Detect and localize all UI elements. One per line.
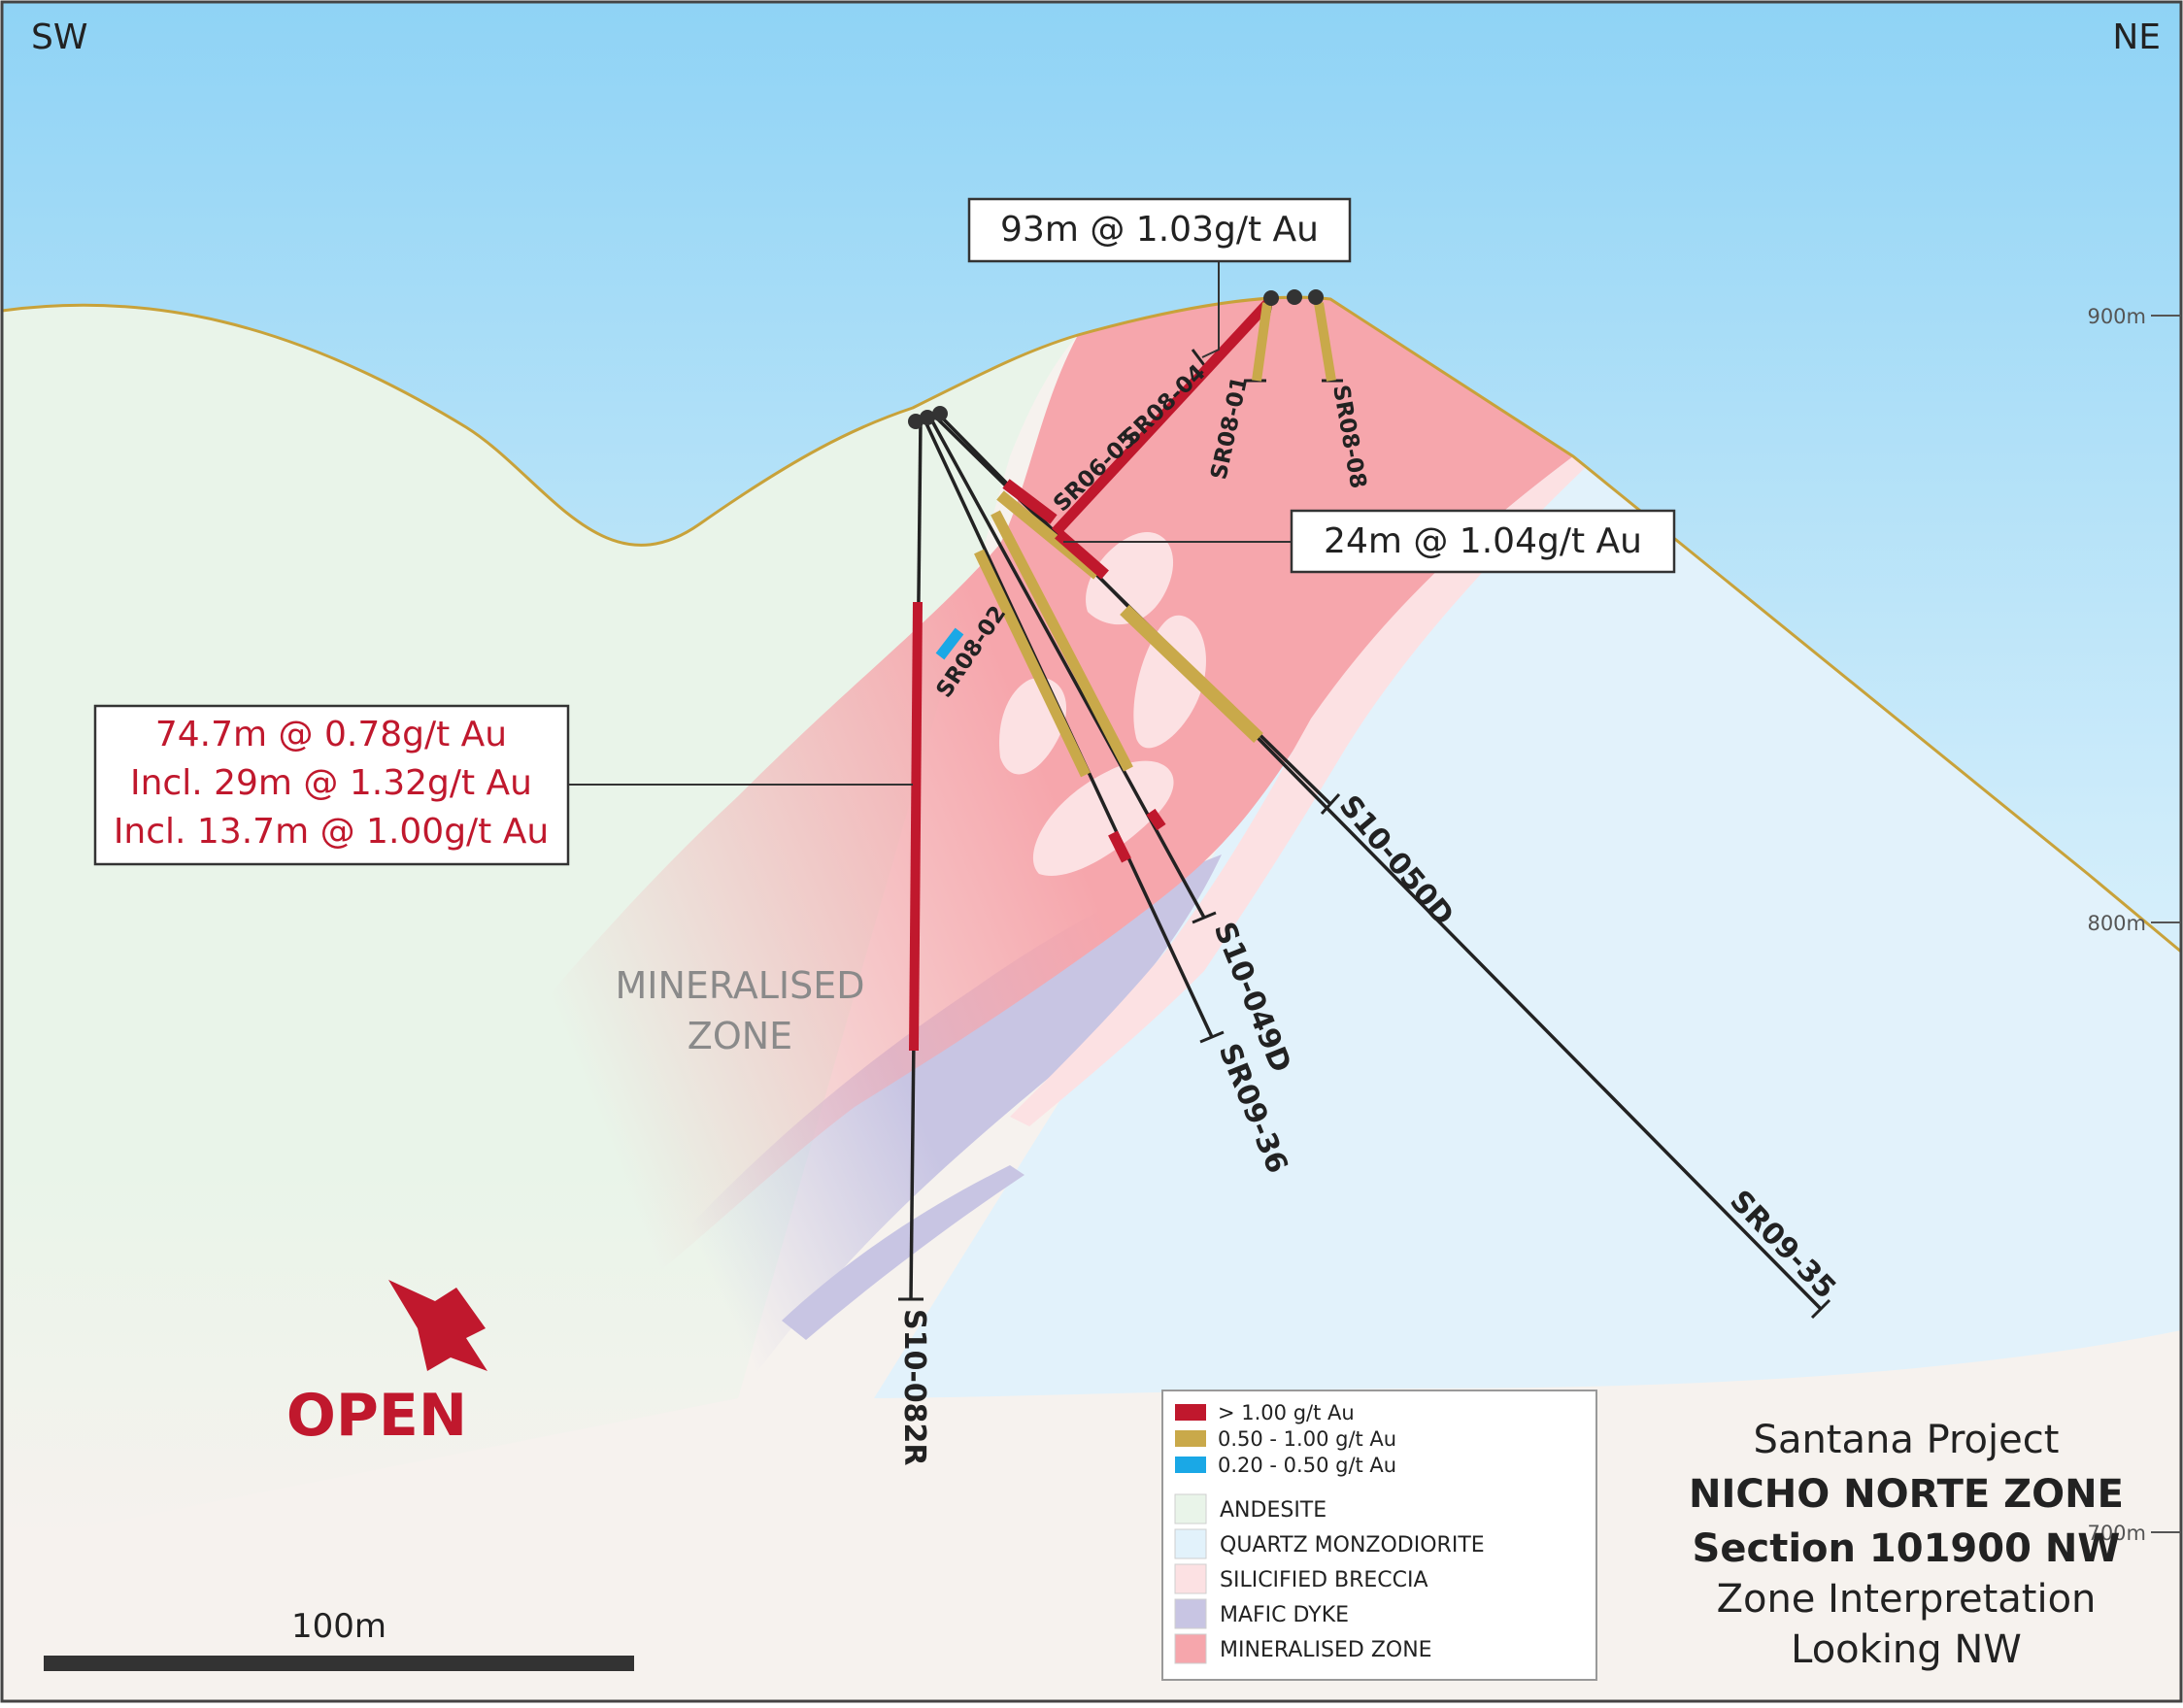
legend-swatch-mid-grade [1175,1430,1206,1447]
legend-swatch-low-grade [1175,1457,1206,1473]
mafic-dyke-lower [782,1165,1024,1340]
breccia-lens-1 [1086,532,1174,625]
collars [908,289,1324,429]
legend-swatch-andesite [1174,1493,1207,1524]
drillhole-end-ticks [898,349,1831,1320]
elevation-label-900: 900m [2087,305,2146,328]
legend-label-high-grade: > 1.00 g/t Au [1218,1401,1355,1424]
interval-sr08-02-low [935,627,964,660]
interval-sr09-36-high [1108,830,1131,863]
zone-label-line1: MINERALISED [615,964,864,1007]
legend-swatch-silicified-breccia [1174,1563,1207,1594]
interval-sr09-35-mid [1120,604,1263,744]
interval-sr09-36-mid [974,549,1091,778]
open-arrow-icon [388,1280,487,1371]
interval-sr08-04-high [1051,299,1273,536]
interval-s10-082r-high [909,601,923,1052]
title-project: Santana Project [1754,1418,2060,1462]
compass-ne: NE [2112,17,2161,57]
interval-sr08-01-mid [1252,302,1272,382]
breccia-lens-4 [1032,760,1174,876]
interval-sr08-08-mid [1314,302,1336,382]
callout-top-text: 93m @ 1.03g/t Au [1000,210,1319,250]
callout-left-line2: Incl. 29m @ 1.32g/t Au [130,763,532,803]
legend-swatch-mafic-dyke [1174,1598,1207,1629]
callout-leaders [568,260,1292,786]
zone-label-line2: ZONE [688,1015,792,1057]
mineralised-zone-unit [408,297,1573,1302]
callout-left-line3: Incl. 13.7m @ 1.00g/t Au [114,812,549,852]
silicified-breccia-band [1010,456,1585,1126]
andesite-unit [2,305,1078,1544]
legend-label-mineralised-zone: MINERALISED ZONE [1220,1638,1432,1662]
compass-sw: SW [31,17,87,57]
title-interpretation: Zone Interpretation [1717,1577,2097,1622]
elevation-label-700: 700m [2087,1522,2146,1545]
trace-s10-049d [928,417,1206,919]
legend-label-andesite: ANDESITE [1220,1498,1327,1523]
open-label: OPEN [286,1382,467,1450]
legend-swatch-high-grade [1175,1404,1206,1421]
grade-intervals [909,299,1336,1052]
legend-swatch-quartz-monzodiorite [1174,1528,1207,1559]
breccia-lens-3 [1133,615,1206,749]
callout-top: 93m @ 1.03g/t Au [967,197,1352,263]
scale-bar [44,1656,634,1671]
legend: > 1.00 g/t Au 0.50 - 1.00 g/t Au 0.20 - … [1161,1390,1597,1681]
callout-left: 74.7m @ 0.78g/t Au Incl. 29m @ 1.32g/t A… [93,704,570,866]
mafic-dyke-unit [621,854,1222,1398]
callout-mid: 24m @ 1.04g/t Au [1290,509,1676,574]
elevation-label-800: 800m [2087,912,2146,935]
legend-label-mafic-dyke: MAFIC DYKE [1220,1603,1349,1627]
legend-label-quartz-monzodiorite: QUARTZ MONZODIORITE [1220,1533,1485,1557]
callout-left-line1: 74.7m @ 0.78g/t Au [155,715,507,754]
scale-bar-label: 100m [291,1607,386,1646]
interval-s10-050d-high [1002,479,1058,524]
legend-label-silicified-breccia: SILICIFIED BRECCIA [1220,1568,1428,1592]
label-s10-082r: S10-082R [897,1309,931,1466]
callout-mid-text: 24m @ 1.04g/t Au [1324,521,1642,561]
legend-label-low-grade: 0.20 - 0.50 g/t Au [1218,1454,1396,1477]
title-looking: Looking NW [1791,1627,2022,1672]
quartz-monzodiorite-unit [874,456,2181,1398]
topography-line [1,295,2182,954]
interval-s10-049d-high [1146,808,1166,831]
elevation-axis: 900m 800m 700m [2087,305,2181,1545]
legend-swatch-mineralised-zone [1174,1633,1207,1664]
legend-label-mid-grade: 0.50 - 1.00 g/t Au [1218,1427,1396,1451]
title-block: Santana Project NICHO NORTE ZONE Section… [1689,1418,2124,1672]
title-zone: NICHO NORTE ZONE [1689,1472,2124,1517]
interval-s10-049d-mid [991,510,1133,772]
title-section: Section 101900 NW [1693,1526,2121,1571]
